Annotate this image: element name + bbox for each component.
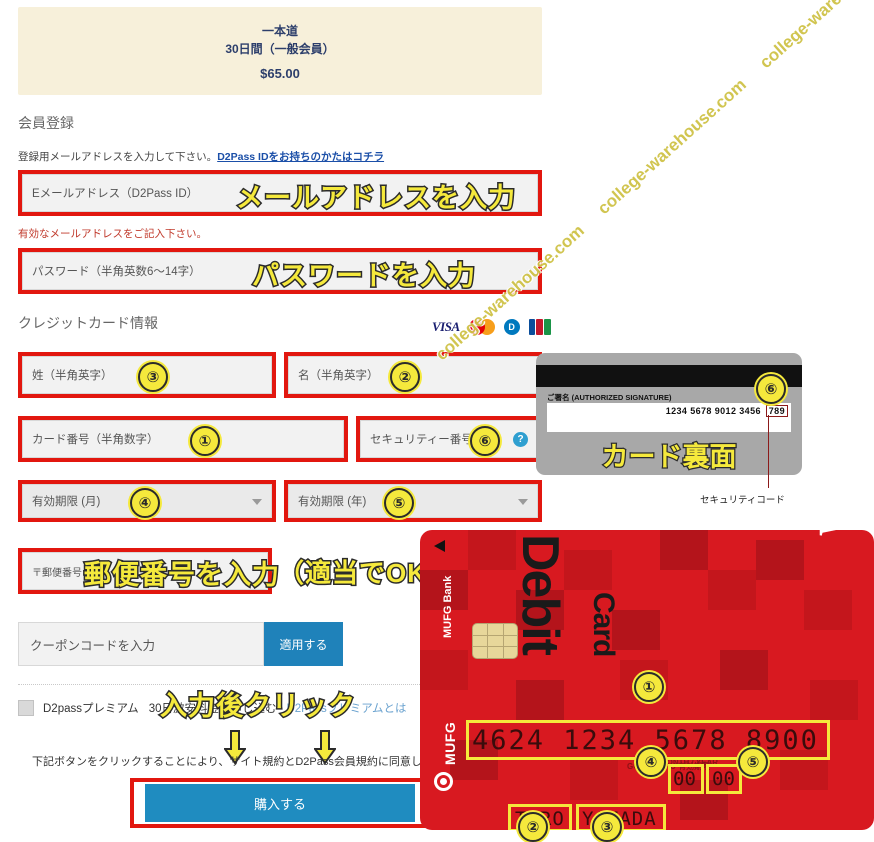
email-label: Eメールアドレス（D2Pass ID） [32,188,199,200]
card-month-year-label: MONTH / YEAR [660,758,719,767]
card-visa-logo: VISA [806,530,870,536]
plan-price: $65.00 [260,65,300,81]
purchase-button[interactable]: 購入する [145,784,415,822]
diners-club-icon: D [503,319,520,335]
marker-expiry-month: ④ [130,488,160,518]
mastercard-icon [468,319,495,335]
plan-title: 一本道 [261,23,298,38]
mufg-logo-icon [434,772,453,791]
registration-heading: 会員登録 [18,115,74,131]
marker-card-pan: ① [634,672,664,702]
registration-note: 登録用メールアドレスを入力して下さい。D2Pass IDをお持ちのかたはコチラ [18,149,384,164]
security-code-label: セキュリティー番号 [370,434,473,446]
card-bank-big: MUFG [442,721,458,765]
marker-card-month: ④ [636,747,666,777]
month-highlight-box [668,764,704,794]
card-exp-month: 00 [673,768,696,790]
down-arrow-icon [314,730,336,764]
marker-security: ⑥ [470,426,500,456]
signature-label: ご署名 (AUTHORIZED SIGNATURE) [547,393,672,402]
card-debit-text: Debit [511,534,569,654]
jcb-icon [528,319,551,335]
watermark: college-warehouse.com [594,75,750,219]
expiry-month-label: 有効期限 (月) [32,496,101,508]
card-back-cvv: 789 [765,405,788,417]
lastname-label: 姓（半角英字） [32,370,113,382]
marker-lastname: ③ [138,362,168,392]
marker-cardnumber: ① [190,426,220,456]
security-code-caption: セキュリティコード [700,495,785,506]
visa-icon: VISA [432,319,460,334]
security-help-icon[interactable]: ? [513,432,528,447]
premium-checkbox-row[interactable]: D2passプレミアム 30日激安料金を申し込む D2Passプレミアムとは [18,700,406,716]
chevron-down-icon [252,499,262,505]
year-highlight-box [706,764,742,794]
card-bank-small: MUFG Bank [442,575,454,638]
coupon-placeholder: クーポンコードを入力 [30,638,156,653]
plan-summary-box: 一本道 30日間（一般会員） $65.00 [18,7,542,95]
postal-code-input[interactable]: 〒郵便番号 [22,552,268,590]
card-back-number-text: 1234 5678 9012 3456 [665,406,761,416]
marker-card-lastname: ③ [592,812,622,842]
registration-note-text: 登録用メールアドレスを入力して下さい。 [18,151,218,163]
premium-checkbox[interactable] [18,700,34,716]
marker-card-back-security: ⑥ [756,374,786,404]
down-arrow-icon [224,730,246,764]
magnetic-stripe [536,365,802,387]
security-code-input[interactable]: セキュリティー番号 ? [360,420,538,458]
premium-link[interactable]: D2Passプレミアムとは [286,703,407,715]
expiry-year-label: 有効期限 (年) [298,496,367,508]
d2pass-id-link[interactable]: D2Pass IDをお持ちのかたはコチラ [217,151,385,163]
card-pattern [420,530,874,830]
card-brand-logos: VISA D [432,319,551,335]
cardnumber-label: カード番号（半角数字） [32,434,159,446]
coupon-apply-button[interactable]: 適用する [264,622,343,666]
watermark: college-warehouse.com [756,0,874,73]
password-annotation: パスワードを入力 [251,260,477,293]
premium-label: D2passプレミアム [43,703,139,715]
plan-subtitle: 30日間（一般会員） [225,41,335,56]
card-back-big-label: カード裏面 [600,441,738,474]
card-exp-year: 00 [712,768,735,790]
card-card-text: Card [587,592,620,657]
card-back-number: 1234 5678 9012 3456 789 [665,405,788,417]
postal-code-label: 〒郵便番号 [32,567,82,579]
cardnumber-input[interactable]: カード番号（半角数字） [22,420,344,458]
chip-icon [472,623,518,659]
security-code-callout-line [768,415,769,488]
marker-card-year: ⑤ [738,747,768,777]
card-back-illustration: ご署名 (AUTHORIZED SIGNATURE) 1234 5678 901… [536,353,802,475]
marker-firstname: ② [390,362,420,392]
signature-box [547,403,791,432]
card-arrow-icon [434,540,445,552]
password-input[interactable]: パスワード（半角英数6〜14字） [22,252,538,290]
premium-desc: 30日激安料金を申し込む [148,703,277,715]
credit-heading: クレジットカード情報 [18,315,158,331]
email-input[interactable]: Eメールアドレス（D2Pass ID） [22,174,538,212]
marker-card-firstname: ② [518,812,548,842]
click-after-input-annotation: 入力後クリック [159,690,357,723]
divider [18,684,442,685]
password-label: パスワード（半角英数6〜14字） [32,266,201,278]
chevron-down-icon [518,499,528,505]
marker-expiry-year: ⑤ [384,488,414,518]
email-hint: 有効なメールアドレスをご記入下さい。 [18,228,207,240]
coupon-input[interactable]: クーポンコードを入力 [18,622,264,666]
postal-annotation: 郵便番号を入力 [83,559,281,592]
terms-text: 下記ボタンをクリックすることにより、サイト規約とD2Pass会員規約に同意した [32,756,433,768]
email-annotation: メールアドレスを入力 [235,182,517,215]
firstname-label: 名（半角英字） [298,370,379,382]
